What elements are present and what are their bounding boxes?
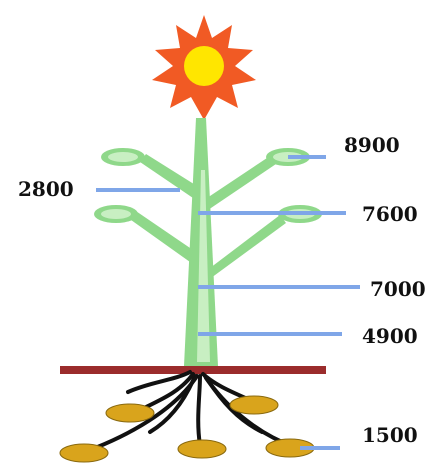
branch-upper-right — [207, 156, 276, 210]
plant — [94, 118, 322, 366]
root-strand — [198, 376, 200, 445]
root-strand — [203, 374, 250, 400]
label-left: 2800 — [18, 177, 74, 201]
label-bottom-right: 1500 — [362, 423, 418, 447]
leaf-lower-left-inner — [101, 209, 131, 219]
label-lower-right: 4900 — [362, 324, 418, 348]
branch-lower-right — [210, 215, 286, 278]
label-upper-right: 7600 — [362, 202, 418, 226]
tuber — [230, 396, 278, 414]
label-top-right: 8900 — [344, 133, 400, 157]
sun-icon — [152, 15, 256, 120]
tuber — [106, 404, 154, 422]
sun-core — [184, 46, 224, 86]
leaf-upper-left-inner — [108, 152, 138, 162]
tuber — [178, 440, 226, 458]
tubers — [60, 396, 314, 462]
label-middle-right: 7000 — [370, 277, 426, 301]
tuber — [60, 444, 108, 462]
